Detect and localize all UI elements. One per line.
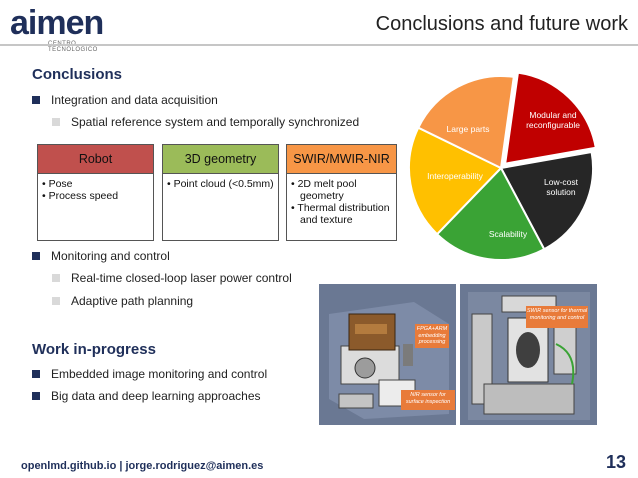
- sub-bullet-spatial: Spatial reference system and temporally …: [52, 115, 359, 129]
- pie-label-scalability: Scalability: [488, 229, 528, 239]
- pie-slice-largeparts: [416, 75, 515, 170]
- tag-fpga: FPGA+ARM embedding processing: [415, 324, 449, 348]
- footer-contact: openlmd.github.io | jorge.rodriguez@aime…: [21, 460, 264, 472]
- box-3d-geometry: 3D geometry • Point cloud (<0.5mm): [162, 144, 279, 241]
- tag-swir: SWIR sensor for thermal monitoring and c…: [526, 306, 588, 328]
- box-3d-geometry-line: • Point cloud (<0.5mm): [167, 178, 274, 190]
- bullet-bigdata-text: Big data and deep learning approaches: [51, 389, 261, 403]
- tag-nir: NIR sensor for surface inspection: [401, 390, 455, 410]
- box-robot-header: Robot: [38, 145, 153, 174]
- box-robot-line: • Process speed: [42, 190, 119, 202]
- bullet-square-icon: [32, 252, 40, 260]
- pie-slice-lowcost: [499, 150, 594, 251]
- pie-label-lowcost: Low-cost solution: [543, 177, 578, 197]
- bullet-square-icon: [32, 96, 40, 104]
- box-swir-header: SWIR/MWIR-NIR: [287, 145, 396, 174]
- box-swir: SWIR/MWIR-NIR • 2D melt pool geometry • …: [286, 144, 397, 241]
- sub-bullet-square-icon: [52, 118, 60, 126]
- bullet-monitoring-text: Monitoring and control: [51, 249, 170, 263]
- features-pie: [408, 71, 597, 261]
- box-swir-line: • 2D melt pool geometry: [291, 178, 357, 202]
- system-render-right: SWIR sensor for thermal monitoring and c…: [460, 284, 597, 425]
- bullet-integration: Integration and data acquisition: [32, 93, 218, 107]
- pie-label-largeparts: Large parts: [446, 124, 490, 134]
- slide-title: Conclusions and future work: [375, 13, 628, 35]
- bullet-square-icon: [32, 392, 40, 400]
- title-divider: [0, 44, 638, 46]
- sub-bullet-adaptive: Adaptive path planning: [52, 294, 193, 308]
- pie-label-interoperability: Interoperability: [427, 171, 483, 181]
- conclusions-heading: Conclusions: [32, 66, 123, 83]
- box-swir-line: • Thermal distribution and texture: [291, 202, 390, 226]
- bullet-embedded-text: Embedded image monitoring and control: [51, 367, 268, 381]
- box-3d-geometry-header: 3D geometry: [163, 145, 278, 174]
- system-render-left: FPGA+ARM embedding processing NIR sensor…: [319, 284, 456, 425]
- bullet-embedded: Embedded image monitoring and control: [32, 367, 267, 381]
- bullet-integration-text: Integration and data acquisition: [51, 93, 218, 107]
- work-heading: Work in-progress: [32, 341, 156, 358]
- sub-bullet-realtime: Real-time closed-loop laser power contro…: [52, 271, 292, 285]
- sub-bullet-square-icon: [52, 297, 60, 305]
- pie-slice-scalability: [435, 166, 546, 261]
- box-robot: Robot • Pose • Process speed: [37, 144, 154, 241]
- bullet-bigdata: Big data and deep learning approaches: [32, 389, 261, 403]
- pie-label-modular: Modular and reconfigurable: [526, 110, 580, 130]
- sub-bullet-spatial-text: Spatial reference system and temporally …: [71, 115, 360, 129]
- sub-bullet-square-icon: [52, 274, 60, 282]
- bullet-square-icon: [32, 370, 40, 378]
- pie-slice-modular: [503, 71, 597, 165]
- bullet-monitoring: Monitoring and control: [32, 249, 170, 263]
- logo-wordmark: aimen: [10, 4, 104, 42]
- sub-bullet-realtime-text: Real-time closed-loop laser power contro…: [71, 271, 292, 285]
- box-robot-line: • Pose: [42, 178, 73, 190]
- sub-bullet-adaptive-text: Adaptive path planning: [71, 294, 194, 308]
- pie-slice-interoperability: [408, 126, 503, 236]
- logo-subtitle: CENTRO TECNOLÓGICO: [48, 41, 98, 53]
- page-number: 13: [605, 452, 626, 472]
